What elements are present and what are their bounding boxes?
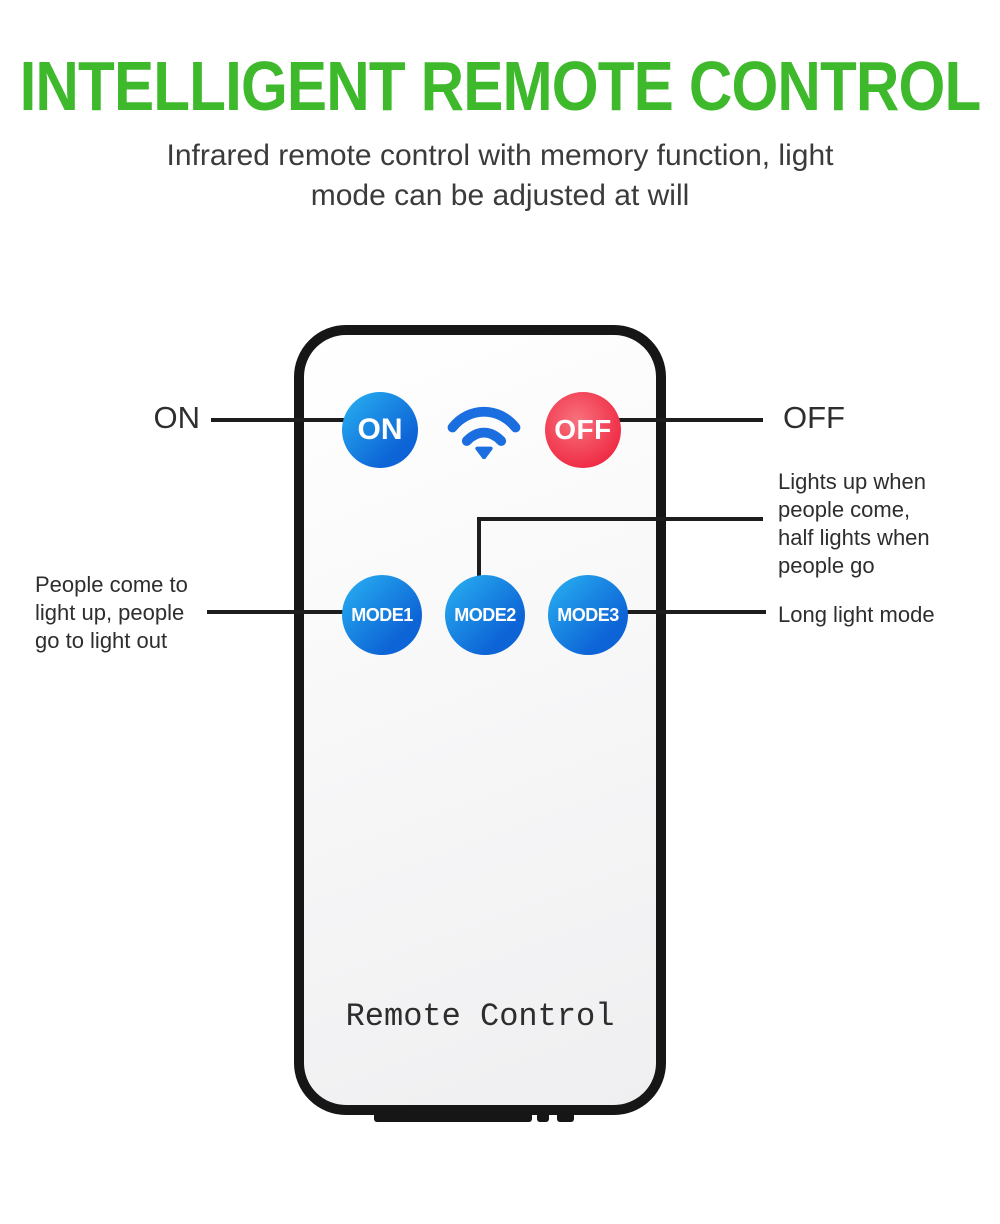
remote-brand-label: Remote Control <box>345 998 615 1035</box>
mode1-button: MODE1 <box>342 575 422 655</box>
subtitle-line-2: mode can be adjusted at will <box>310 179 690 212</box>
off-button: OFF <box>545 392 621 468</box>
callout-mode1-label: People come to light up, people go to li… <box>35 572 188 653</box>
page-title: INTELLIGENT REMOTE CONTROL <box>19 47 982 125</box>
mode2-button: MODE2 <box>445 575 525 655</box>
on-button-label: ON <box>357 413 403 446</box>
mode2-connector-line-horizontal <box>477 517 763 521</box>
mode2-connector-line-vertical <box>477 517 481 579</box>
mode3-button: MODE3 <box>548 575 628 655</box>
subtitle-line-1: Infrared remote control with memory func… <box>166 139 834 172</box>
off-connector-line <box>617 418 763 422</box>
wifi-icon <box>446 399 522 460</box>
page-subtitle: Infrared remote control with memory func… <box>0 136 1000 216</box>
callout-off-label: OFF <box>783 400 845 435</box>
on-button: ON <box>342 392 418 468</box>
mode3-button-label: MODE3 <box>557 604 619 625</box>
mode1-button-label: MODE1 <box>351 604 413 625</box>
mode2-button-label: MODE2 <box>454 604 516 625</box>
callout-mode2-label: Lights up when people come, half lights … <box>778 469 930 578</box>
on-connector-line <box>211 418 348 422</box>
callout-mode3-label: Long light mode <box>778 602 935 627</box>
off-button-label: OFF <box>554 414 612 445</box>
mode1-connector-line <box>207 610 350 614</box>
callout-on-label: ON <box>153 400 201 435</box>
mode3-connector-line <box>622 610 766 614</box>
